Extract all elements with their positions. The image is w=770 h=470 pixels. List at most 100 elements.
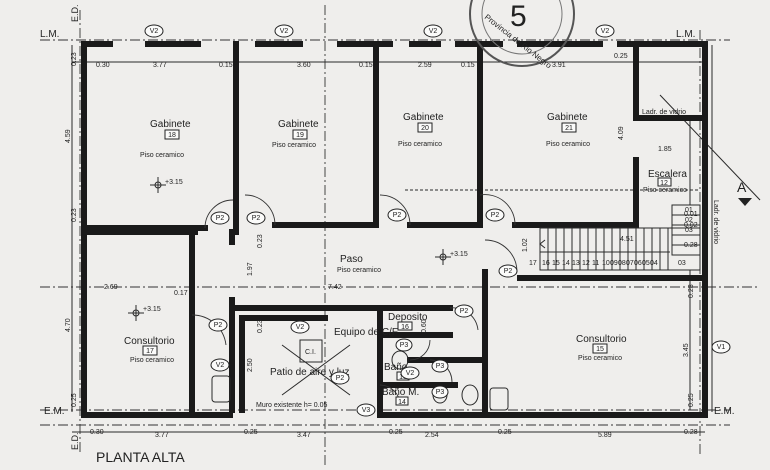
room-name: Consultorio [576, 334, 627, 345]
door-tag: P2 [252, 215, 261, 222]
door-tag: P3 [436, 389, 445, 396]
dim-inner: 0.02 [684, 222, 698, 229]
ed-top: E.D. [70, 4, 80, 22]
stair-step: 12 [582, 260, 590, 267]
window-tag: V2 [429, 28, 438, 35]
room-floor: Piso ceramico [546, 141, 590, 148]
dim-left: 4.59 [65, 129, 72, 143]
window-tag: V1 [717, 344, 726, 351]
door-tag: P2 [336, 375, 345, 382]
dim-right: 0.23 [688, 284, 695, 298]
stair-step: 10 [602, 260, 610, 267]
room-number: 19 [296, 132, 304, 139]
door-tag: P3 [436, 363, 445, 370]
stair-step: 13 [572, 260, 580, 267]
section-mark-a: A [737, 179, 747, 195]
dim-inner: 1.97 [247, 262, 254, 276]
stair-step: 17 [529, 260, 537, 267]
room-floor: Piso ceramico [130, 357, 174, 364]
room-name: Deposito [388, 312, 428, 323]
dim-inner: 1.02 [522, 238, 529, 252]
dim-bottom: 3.77 [155, 432, 169, 439]
room-name: Gabinete [547, 112, 588, 123]
stair-step: 11 [592, 260, 599, 267]
dim-bottom: 0.25 [389, 429, 403, 436]
dimension-texts: 0.30 3.77 0.15 3.60 0.15 2.59 0.15 3.91 … [65, 52, 698, 439]
stair-step: 15 [552, 260, 560, 267]
dim-inner: 0.17 [174, 290, 188, 297]
stair-upper: 03 [685, 227, 693, 234]
dimension-lines [71, 45, 713, 433]
room-name: Consultorio [124, 336, 175, 347]
stair-step: 07 [626, 260, 634, 267]
dim-left: 0.23 [71, 52, 78, 66]
stair-step: 14 [562, 260, 570, 267]
window-tag: V2 [406, 370, 415, 377]
level-label: +3.15 [143, 306, 161, 313]
level-label: +3.15 [165, 179, 183, 186]
room-floor: Piso ceramico [337, 267, 381, 274]
misc-labels: Ladr. de vidrio Muro existente h= 0.05 C… [143, 109, 719, 409]
room-floor: Piso ceramico [140, 152, 184, 159]
window-tag: V3 [362, 407, 371, 414]
dim-top: 3.60 [297, 62, 311, 69]
door-tag: P2 [393, 212, 402, 219]
room-name: Gabinete [150, 119, 191, 130]
dim-bottom: 5.89 [598, 432, 612, 439]
dim-bottom: 3.47 [297, 432, 311, 439]
room-number: 14 [398, 399, 406, 406]
walls [81, 41, 708, 418]
stair-upper: 02 [685, 217, 693, 224]
stamp-digit: 5 [510, 0, 527, 33]
room-number: 16 [401, 324, 409, 331]
level-markers [128, 177, 451, 321]
ci-label: C.I. [305, 349, 316, 356]
door-tag: P2 [214, 322, 223, 329]
stair-step: 16 [542, 260, 550, 267]
dim-right: 1.85 [658, 146, 672, 153]
door-tag: P2 [460, 308, 469, 315]
level-label: +3.15 [450, 251, 468, 258]
dim-inner: 2.69 [104, 284, 118, 291]
dim-left: 4.70 [65, 318, 72, 332]
room-name: Paso [340, 254, 363, 265]
lm-left: L.M. [40, 29, 59, 40]
dim-bottom: 0.25 [244, 429, 258, 436]
dim-top: 0.15 [461, 62, 475, 69]
room-number: 12 [660, 180, 668, 187]
dim-inner: 0.23 [257, 234, 264, 248]
room-name: Baño M. [382, 387, 419, 398]
dim-inner: 0.28 [684, 242, 698, 249]
room-number: 13 [399, 374, 407, 381]
stamp: 5 Provincia de Rio Negro [469, 0, 575, 71]
room-number: 20 [421, 125, 429, 132]
stair-step: 05 [642, 260, 650, 267]
room-floor: Piso ceramico [643, 187, 687, 194]
section-mark: A [737, 179, 752, 206]
dim-top: 3.77 [153, 62, 167, 69]
opening-tags: V2 V2 V2 V2 V2 V2 V2 V1 V3 P2 P2 P2 P2 P… [144, 24, 731, 417]
stair-step: 04 [650, 260, 658, 267]
stair-step: 06 [634, 260, 642, 267]
ladr-label: Ladr. de vidrio [642, 109, 686, 116]
room-name: Escalera [648, 169, 687, 180]
dim-top: 0.15 [359, 62, 373, 69]
dim-right: 0.25 [688, 393, 695, 407]
line-labels: L.M. L.M. E.M. E.M. E.D. E.D. [40, 4, 735, 450]
room-floor: Piso ceramico [272, 142, 316, 149]
dim-top: 0.30 [96, 62, 110, 69]
dim-left: 0.25 [71, 393, 78, 407]
window-tag: V2 [280, 28, 289, 35]
room-number: 15 [596, 346, 604, 353]
stair-note: Ladr. de vidrio [712, 200, 719, 244]
room-floor: Piso ceramico [578, 355, 622, 362]
dim-bottom: 2.54 [425, 432, 439, 439]
fixtures [211, 339, 509, 411]
dim-top: 2.59 [418, 62, 432, 69]
room-name: Patio de aire y luz [270, 367, 350, 378]
dim-inner: 0.23 [257, 319, 264, 333]
dim-inner: 4.51 [620, 236, 634, 243]
dim-top: 0.15 [219, 62, 233, 69]
stair-upper: 01 [685, 207, 693, 214]
